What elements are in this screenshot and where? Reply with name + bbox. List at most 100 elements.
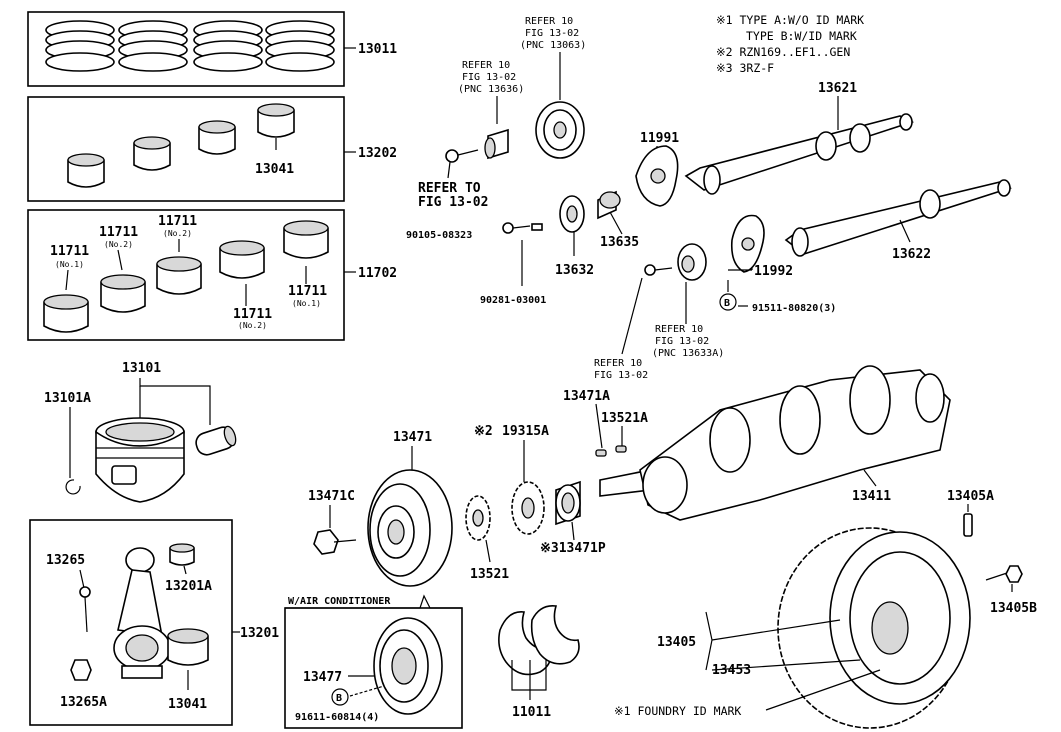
- con-rod-bearing-icon: [167, 628, 209, 666]
- part-13041-bot: 13041: [168, 697, 207, 712]
- piston-ring-set-icon: [45, 20, 335, 72]
- part-13521: 13521: [470, 567, 509, 582]
- pulley-bolt-icon: [313, 529, 357, 555]
- part-11711-c: 11711: [158, 214, 197, 229]
- foundry-id-mark: ※1 FOUNDRY ID MARK: [614, 704, 741, 718]
- svg-text:※3 3RZ-F: ※3 3RZ-F: [716, 61, 774, 75]
- gear-19315a-icon: [511, 481, 545, 535]
- no1-label-e: (No.1): [292, 299, 321, 308]
- part-13621: 13621: [818, 81, 857, 96]
- part-13101a: 13101A: [44, 391, 91, 406]
- crankshaft-icon: [599, 365, 951, 521]
- cam-timing-gear-icon: [535, 101, 585, 159]
- cam-gear-lower-icon: [677, 243, 707, 281]
- svg-text:REFER 10: REFER 10: [655, 324, 703, 335]
- main-bearing-box: [27, 96, 345, 202]
- part-90281: 90281-03001: [480, 295, 546, 306]
- thrust-plate-lower-icon: [730, 214, 765, 273]
- crank-bearing-box: [27, 209, 345, 341]
- svg-text:REFER 10: REFER 10: [525, 16, 573, 27]
- pin-90281-icon: [531, 223, 543, 231]
- con-rod-box: [29, 519, 233, 726]
- cam-gear-small-icon: [559, 195, 585, 233]
- part-13471c: 13471C: [308, 489, 355, 504]
- part-13411: 13411: [852, 489, 891, 504]
- crank-timing-gear-icon: [465, 495, 491, 541]
- part-13471p: ※313471P: [540, 541, 606, 556]
- cam-sub-gear-spacer-icon: [597, 190, 621, 220]
- part-13265a: 13265A: [60, 695, 107, 710]
- snap-ring-icon: [65, 479, 81, 495]
- svg-text:REFER 10: REFER 10: [594, 358, 642, 369]
- cam-gear-bolt-icon: [445, 149, 479, 163]
- small-end-bushing-icon: [169, 543, 195, 566]
- svg-text:FIG 13-02: FIG 13-02: [462, 72, 516, 83]
- part-13265: 13265: [46, 553, 85, 568]
- connecting-rod-icon: [113, 547, 171, 679]
- refer-note-d: REFER 10 FIG 13-02 (PNC 13633A): [652, 324, 724, 359]
- flywheel-icon: [777, 527, 971, 729]
- part-11711-d: 11711: [233, 307, 272, 322]
- part-91511: 91511-80820(3): [752, 303, 836, 314]
- part-11711-e: 11711: [288, 284, 327, 299]
- con-rod-nut-icon: [70, 659, 92, 681]
- part-13453: 13453: [712, 663, 751, 678]
- svg-text:FIG 13-02: FIG 13-02: [594, 370, 648, 381]
- b-marker-label: B: [724, 298, 730, 309]
- svg-text:(PNC 13063): (PNC 13063): [520, 40, 586, 51]
- refer-note-e: REFER 10 FIG 13-02: [594, 358, 648, 381]
- thrust-washer-icon: [498, 604, 580, 676]
- aircon-label: W/AIR CONDITIONER: [288, 596, 391, 607]
- camshaft-no2-icon: [784, 179, 1012, 257]
- svg-text:REFER 10: REFER 10: [462, 60, 510, 71]
- mark-2: ※2: [474, 424, 493, 439]
- part-13405a: 13405A: [947, 489, 994, 504]
- piston-icon: [95, 417, 185, 503]
- svg-text:FIG 13-02: FIG 13-02: [525, 28, 579, 39]
- piston-ring-box: [27, 11, 345, 87]
- part-13632: 13632: [555, 263, 594, 278]
- part-13477: 13477: [303, 670, 342, 685]
- camshaft-no1-icon: [684, 113, 915, 195]
- part-13635: 13635: [600, 235, 639, 250]
- part-13405: 13405: [657, 635, 696, 650]
- part-13521a: 13521A: [601, 411, 648, 426]
- svg-text:REFER TO: REFER TO: [418, 181, 481, 196]
- part-13201: 13201: [240, 626, 279, 641]
- flywheel-pin-icon: [963, 513, 973, 537]
- crank-pulley-icon: [367, 469, 453, 587]
- svg-text:※2 RZN169..EF1..GEN: ※2 RZN169..EF1..GEN: [716, 45, 850, 59]
- main-bearing-icon: [67, 103, 295, 188]
- svg-text:FIG 13-02: FIG 13-02: [655, 336, 709, 347]
- b-marker-icon: [719, 293, 737, 311]
- svg-text:FIG 13-02: FIG 13-02: [418, 195, 488, 210]
- part-11991: 11991: [640, 131, 679, 146]
- part-13201a: 13201A: [165, 579, 212, 594]
- no2-label-d: (No.2): [238, 321, 267, 330]
- thrust-plate-upper-icon: [635, 145, 679, 207]
- gear-bolt-90105-icon: [502, 222, 531, 234]
- crank-sleeve-icon: [555, 480, 581, 526]
- aircon-pulley-icon: [373, 617, 443, 715]
- flywheel-bolt-icon: [985, 565, 1023, 583]
- part-11011: 11011: [512, 705, 551, 720]
- part-13471: 13471: [393, 430, 432, 445]
- svg-text:※1 TYPE A:W/O ID MARK: ※1 TYPE A:W/O ID MARK: [716, 13, 864, 27]
- svg-text:(PNC 13636): (PNC 13636): [458, 84, 524, 95]
- part-90105: 90105-08323: [406, 230, 472, 241]
- piston-pin-icon: [195, 425, 237, 456]
- con-rod-bolt-icon: [79, 586, 91, 633]
- part-91611: 91611-60814(4): [295, 712, 379, 723]
- part-13101: 13101: [122, 361, 161, 376]
- part-13471a: 13471A: [563, 389, 610, 404]
- no2-label-c: (No.2): [163, 229, 192, 238]
- refer-note-c: REFER TO FIG 13-02: [418, 181, 488, 210]
- crank-bearing-icon: [43, 220, 329, 333]
- part-13041-top: 13041: [255, 162, 294, 177]
- part-13622: 13622: [892, 247, 931, 262]
- b-marker-aircon-icon: [331, 688, 349, 706]
- svg-text:(PNC 13633A): (PNC 13633A): [652, 348, 724, 359]
- cam-gear-bolt-lower-icon: [644, 264, 673, 276]
- refer-note-b: REFER 10 FIG 13-02 (PNC 13636): [458, 60, 524, 95]
